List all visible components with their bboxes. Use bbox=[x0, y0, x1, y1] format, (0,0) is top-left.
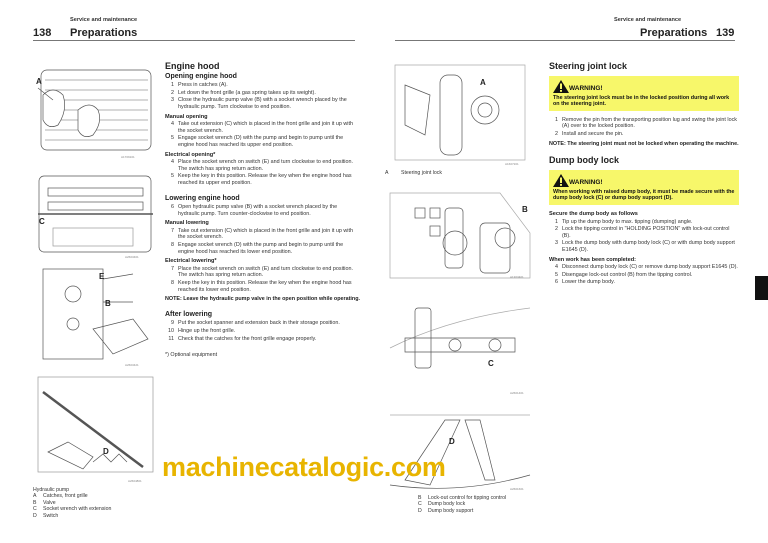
callout-b: B bbox=[105, 299, 111, 308]
note: NOTE: Leave the hydraulic pump valve in … bbox=[165, 296, 360, 303]
figure-extension: C A2603401 bbox=[38, 175, 153, 259]
subheading: After lowering bbox=[165, 310, 213, 318]
subheading: When work has been completed: bbox=[549, 256, 637, 263]
callout-c: C bbox=[39, 217, 45, 226]
figure-steering-joint: A A1607201 bbox=[394, 64, 526, 166]
chapter-tab-marker bbox=[755, 276, 768, 300]
callout-a: A bbox=[480, 78, 486, 87]
page-number-left: 138 bbox=[33, 27, 52, 39]
header-rule-right bbox=[395, 40, 735, 41]
header-rule-left bbox=[33, 40, 355, 41]
warning-text: The steering joint lock must be in the l… bbox=[553, 94, 730, 108]
subheading: Manual opening bbox=[165, 113, 208, 120]
figure-switch-valve: E B A2603421 bbox=[42, 268, 149, 367]
figure-pump: D A2604801 bbox=[37, 376, 154, 483]
callout-c: C bbox=[488, 359, 494, 368]
warning-triangle-icon bbox=[553, 173, 569, 187]
figure-id: A1303401 bbox=[510, 275, 524, 279]
warning-box-steering: WARNING! The steering joint lock must be… bbox=[549, 75, 739, 111]
subheading: Electrical opening* bbox=[165, 151, 216, 158]
page-title-right: Preparations bbox=[640, 27, 708, 39]
subheading: Electrical lowering* bbox=[165, 258, 217, 265]
page-number-right: 139 bbox=[716, 27, 735, 39]
note: NOTE: The steering joint must not be loc… bbox=[549, 140, 739, 147]
figure-id: A2603421 bbox=[125, 363, 139, 367]
callout-d: D bbox=[103, 447, 109, 456]
subheading: Opening engine hood bbox=[165, 72, 237, 80]
steering-dump-section: Steering joint lock WARNING! The steerin… bbox=[549, 61, 739, 287]
warning-text: When working with raised dump body, it m… bbox=[553, 188, 735, 202]
figure-dump-body-lock: C A2601401 bbox=[389, 307, 531, 395]
callout-a: A bbox=[36, 77, 42, 86]
section-title-left: Service and maintenance bbox=[70, 17, 138, 23]
warning-title: WARNING! bbox=[569, 85, 603, 92]
heading: Engine hood bbox=[165, 61, 220, 71]
figure-id: A2601601 bbox=[510, 487, 524, 491]
subheading: Secure the dump body as follows bbox=[549, 210, 638, 217]
callout-e: E bbox=[99, 272, 105, 281]
heading: Dump body lock bbox=[549, 155, 620, 166]
watermark: machinecatalogic.com bbox=[162, 452, 446, 482]
caption-title: Hydraulic pump bbox=[33, 487, 70, 493]
figure-id: A2604801 bbox=[128, 479, 142, 483]
page-title-left: Preparations bbox=[70, 27, 138, 39]
warning-title: WARNING! bbox=[569, 179, 603, 187]
figure-id: A2603401 bbox=[125, 255, 139, 259]
callout-d: D bbox=[449, 437, 455, 446]
callout-b: B bbox=[522, 205, 528, 214]
figure-id: A2601401 bbox=[510, 391, 524, 395]
figure-front-grille: A A1709101 bbox=[36, 69, 152, 159]
subheading: Manual lowering bbox=[165, 220, 209, 227]
figure-id: A1607201 bbox=[505, 162, 519, 166]
subheading: Lowering engine hood bbox=[165, 194, 240, 202]
warning-box-dump: WARNING! When working with raised dump b… bbox=[549, 169, 739, 205]
figure-id: A1709101 bbox=[121, 155, 135, 159]
heading: Steering joint lock bbox=[549, 61, 628, 71]
figure-dump-body-support: D A2601601 bbox=[389, 414, 531, 491]
section-title-right: Service and maintenance bbox=[614, 17, 682, 23]
figure-tipping-control: B A1303401 bbox=[389, 192, 531, 279]
warning-triangle-icon bbox=[553, 79, 569, 93]
footnote: *) Optional equipment bbox=[165, 352, 218, 359]
